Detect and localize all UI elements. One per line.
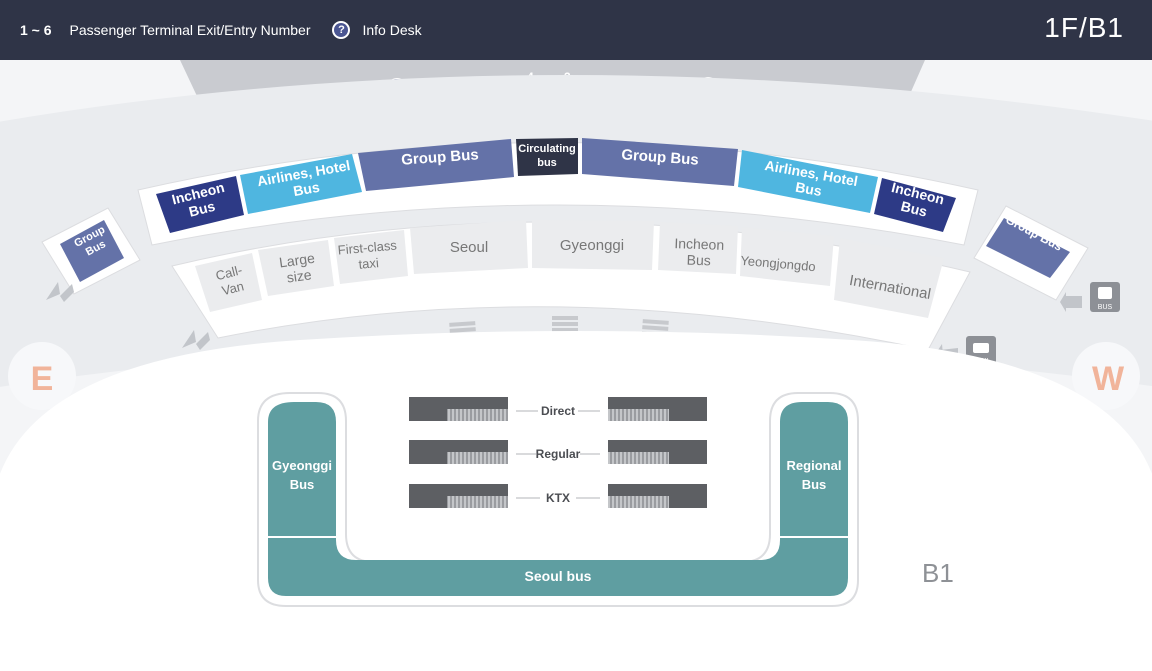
airlines-hotel-bus-stop-right [738,150,878,213]
bus-badge: BUS [1090,282,1120,312]
gyeonggi-bus-label: Gyeonggi Bus [272,458,332,492]
arrow-left-lower [182,330,210,350]
yeongjongdo-stand [740,227,834,286]
lane-direct: Direct [409,397,707,421]
first-class-taxi-stand [334,230,408,284]
large-size-stand [258,240,334,296]
circulating-bus-stop [516,138,578,176]
exit-number-legend: Passenger Terminal Exit/Entry Number [69,22,311,38]
lane-regular-label: Regular [536,447,581,461]
seoul-bus-label: Seoul bus [524,568,592,584]
incheon-bus-stand [658,222,738,274]
seoul-stand [410,220,528,274]
bus-badge-label: BUS [1098,304,1113,311]
legend-header: 1 ~ 6 Passenger Terminal Exit/Entry Numb… [0,0,1152,60]
info-desk-icon: ? [332,21,351,39]
incheon-bus-stop-left [156,176,244,233]
arrow-right-upper [1060,292,1082,312]
gyeonggi-stand [532,220,654,270]
lane-regular: Regular [409,440,707,464]
compass-west [1072,342,1140,410]
regional-bus-area [780,402,848,536]
b1-lanes: Direct Regular KTX [409,397,707,508]
exit-number-range: 1 ~ 6 [20,22,52,38]
compass-east-label: E [31,360,54,398]
first-class-taxi-label: First-class taxi [337,237,398,272]
regional-bus-label: Regional Bus [786,458,842,492]
group-bus-stop-right [582,138,738,186]
side-group-bus-right [973,205,1089,301]
level-b1-label: B1 [922,558,954,588]
circulating-bus-label: Circulating bus [518,143,576,169]
airlines-hotel-bus-stop-left [240,154,362,214]
incheon-bus-label: Incheon Bus [674,235,725,269]
international-stand [834,238,944,318]
floor-indicator: 1F/B1 [1044,12,1124,43]
info-desk-legend: Info Desk [362,22,422,38]
compass-west-label: W [1092,360,1125,398]
group-bus-stop-left [358,139,514,191]
arrow-left-upper [46,282,74,302]
lane-ktx: KTX [409,484,707,508]
call-van-stand [195,253,262,312]
taxi-stands [195,220,944,318]
map-canvas: 1F 6 5 4 3 2 1 ? ? [0,60,1152,671]
outer-bus-stops [156,138,956,233]
info-desk-icon-glyph: ? [334,23,349,37]
seoul-label: Seoul [449,239,489,256]
incheon-bus-stop-right [874,178,956,232]
lane-direct-label: Direct [541,404,575,418]
compass-east [8,342,76,410]
terminal-map: 1F 6 5 4 3 2 1 ? ? [0,60,1152,671]
terminal-building [180,60,925,128]
side-group-bus-left [41,207,141,295]
gyeonggi-label: Gyeonggi [559,237,625,254]
lane-ktx-label: KTX [546,491,570,505]
seoul-bus-area [268,538,848,596]
gyeonggi-bus-area [268,402,336,536]
b1-floor [0,331,1152,671]
